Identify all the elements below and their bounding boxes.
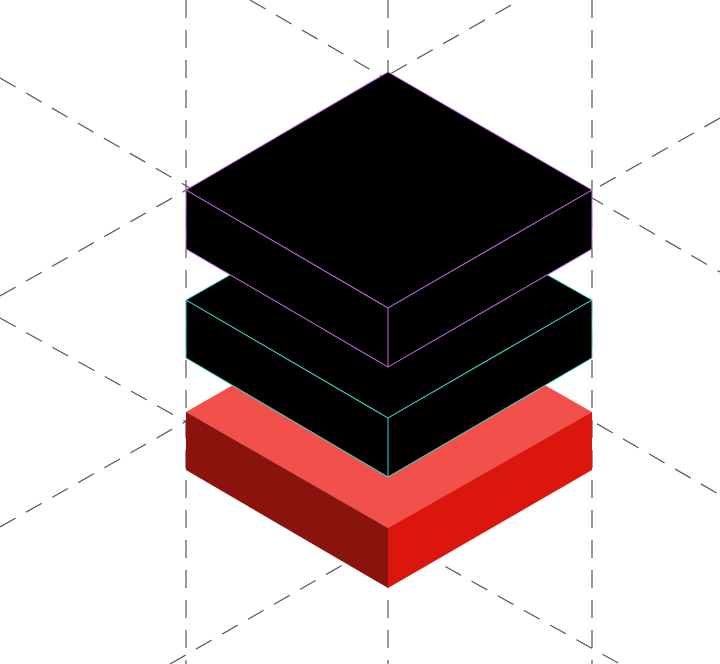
top-layer-block bbox=[185, 71, 593, 368]
diagonal-guide-up-upper bbox=[0, 0, 521, 297]
diagonal-guide-up-lower bbox=[0, 117, 720, 528]
diagonal-guide-up-bottom bbox=[169, 554, 361, 664]
middle-layer-right-face bbox=[387, 299, 593, 478]
top-layer-right-face bbox=[387, 189, 593, 368]
bottom-layer-right-face bbox=[388, 412, 592, 588]
bottom-layer-left-face bbox=[186, 412, 388, 588]
diagonal-guide-down-top bbox=[0, 77, 720, 496]
